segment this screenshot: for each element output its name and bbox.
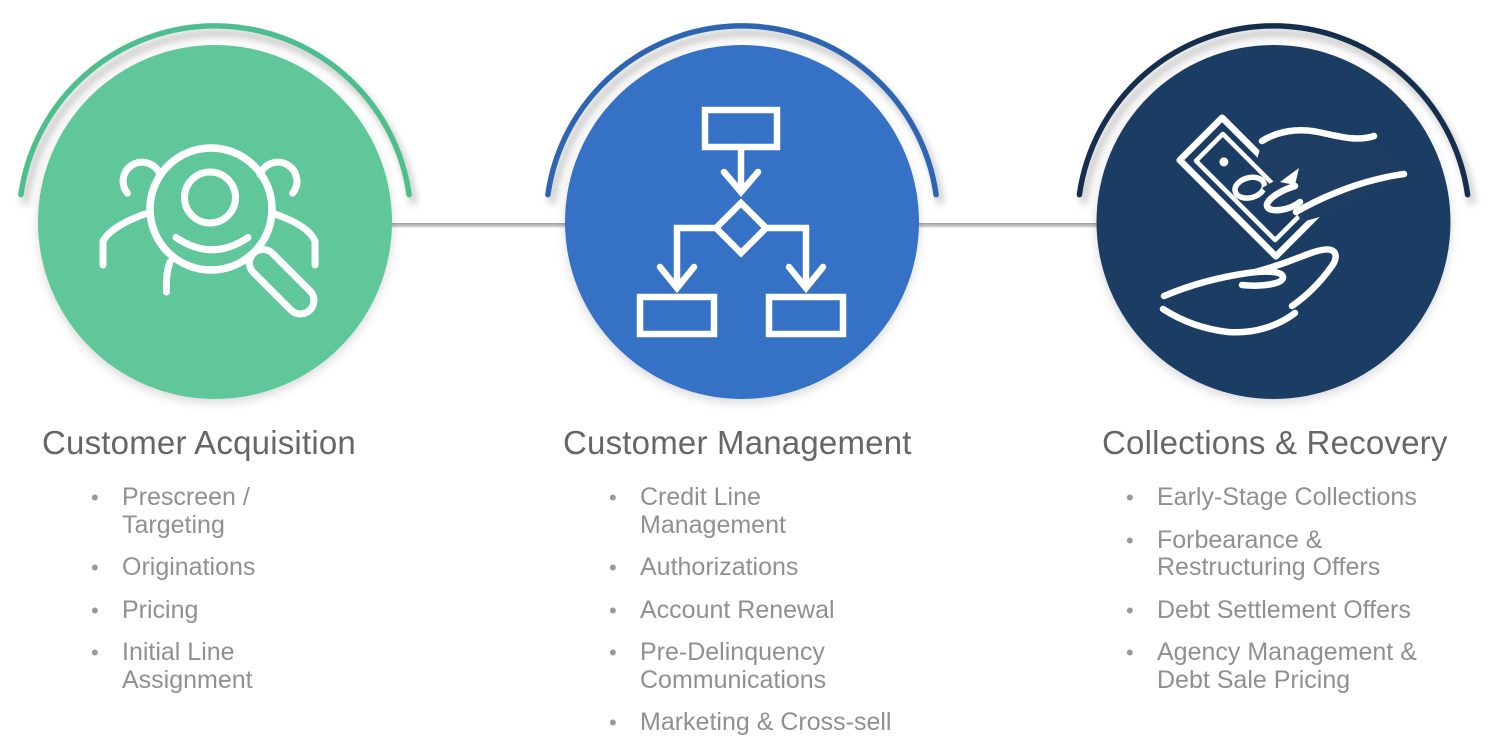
list-item: • Agency Management & Debt Sale Pricing: [1126, 638, 1482, 694]
list-item-label: Forbearance & Restructuring Offers: [1157, 525, 1381, 581]
acquisition-title: Customer Acquisition: [42, 424, 356, 461]
collections-arc: [1076, 23, 1471, 198]
audience-prescreen-search-icon: [99, 144, 319, 318]
bullet-icon: •: [609, 597, 617, 623]
bullet-icon: •: [91, 555, 99, 580]
list-item-label: Prescreen / Targeting: [122, 483, 250, 539]
management-list: •Credit Line Management •Authorizations …: [563, 483, 958, 737]
list-item: • Pricing: [91, 595, 382, 625]
list-item-label: Account Renewal: [640, 595, 835, 624]
list-item-label: Agency Management & Debt Sale Pricing: [1157, 638, 1417, 694]
list-item: • Authorizations: [609, 553, 958, 582]
management-arc: [545, 23, 939, 198]
acquisition-stage: [18, 23, 412, 399]
management-circle: [565, 45, 919, 399]
list-item-label: Authorizations: [640, 553, 799, 581]
bullet-icon: •: [1126, 485, 1134, 510]
acquisition-section: Customer Acquisition • Prescreen / Target…: [42, 424, 382, 709]
list-item: • Originations: [91, 553, 382, 582]
management-title: Customer Management: [563, 424, 912, 461]
bullet-icon: •: [609, 640, 617, 665]
list-item-label: Pre-Delinquency Communications: [640, 638, 827, 694]
bullet-icon: •: [91, 640, 99, 665]
bullet-icon: •: [1126, 640, 1134, 665]
list-item: • Account Renewal: [609, 595, 958, 625]
list-item-label: Credit Line Management: [640, 483, 786, 539]
collections-stage: [1076, 23, 1471, 399]
list-item: • Credit Line Management: [609, 483, 958, 539]
bullet-icon: •: [91, 485, 99, 510]
list-item: • Early-Stage Collections: [1126, 483, 1482, 512]
list-item: • Initial Line Assignment: [91, 638, 382, 694]
collections-section: Collections & Recovery • Early-Stage Coll…: [1102, 424, 1482, 709]
collections-list: • Early-Stage Collections • Forbearance & …: [1102, 483, 1482, 694]
bullet-icon: •: [609, 555, 617, 580]
management-stage: [545, 23, 939, 399]
management-section: Customer Management • Credit Line Managem…: [563, 424, 958, 746]
decision-flowchart-icon: [636, 106, 847, 338]
list-item: • Prescreen / Targeting: [91, 483, 382, 539]
list-item-label: Originations: [122, 553, 256, 581]
list-item-label: Marketing & Cross-sell: [640, 708, 892, 736]
acquisition-arc: [18, 23, 412, 198]
list-item-label: Early-Stage Collections: [1157, 483, 1417, 511]
list-item: • Forbearance & Restructuring Offers: [1126, 525, 1482, 582]
list-item: • Debt Settlement Offers: [1126, 595, 1482, 625]
bullet-icon: •: [91, 597, 99, 623]
acquisition-list: • Prescreen / Targeting • Originations • Pr…: [42, 483, 382, 694]
list-item-label: Pricing: [122, 595, 199, 624]
money-hand-payment-icon: [1159, 114, 1408, 336]
bullet-icon: •: [1126, 597, 1134, 623]
bullet-icon: •: [1126, 527, 1134, 553]
list-item-label: Debt Settlement Offers: [1157, 595, 1411, 624]
list-item: • Marketing & Cross-sell: [609, 708, 958, 737]
collections-circle: [1096, 45, 1451, 399]
collections-title: Collections & Recovery: [1102, 424, 1448, 461]
bullet-icon: •: [609, 710, 617, 735]
list-item: • Pre-Delinquency Communications: [609, 638, 958, 694]
list-item-label: Initial Line Assignment: [122, 638, 253, 694]
bullet-icon: •: [609, 485, 617, 510]
